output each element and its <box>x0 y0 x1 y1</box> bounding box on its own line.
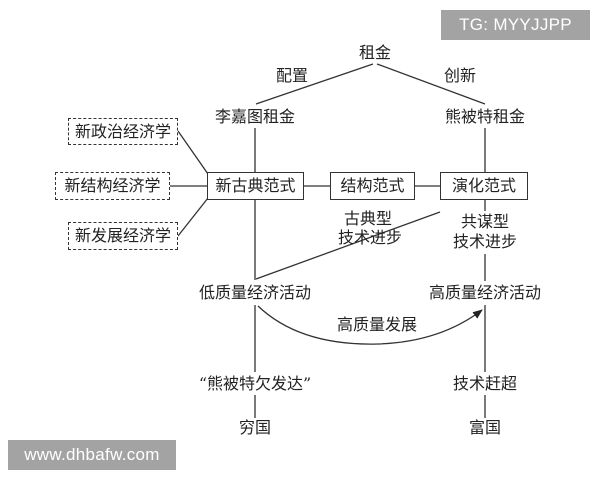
node-schumpeterian-rent: 熊被特租金 <box>444 107 526 126</box>
watermark-top: TG: MYYJJPP <box>441 10 590 40</box>
node-root-rent: 租金 <box>358 43 392 62</box>
edge-root-to-right-rent <box>376 63 486 105</box>
edge-root-to-left-rent <box>255 63 374 105</box>
node-structural-paradigm: 结构范式 <box>330 172 415 200</box>
arrow-label: 高质量发展 <box>336 315 418 334</box>
node-poor-country: 穷国 <box>238 418 272 437</box>
node-left-tech-line-2: 技术进步 <box>337 228 403 247</box>
edge-school-1-to-neoclassical <box>177 130 209 175</box>
edge-label-left: 配置 <box>275 66 309 85</box>
node-right-tech-line-1: 共谋型 <box>460 212 510 231</box>
watermark-bottom: www.dhbafw.com <box>8 440 176 470</box>
node-school-2: 新结构经济学 <box>55 172 170 200</box>
edge-school-3-to-neoclassical <box>177 197 209 237</box>
node-school-1: 新政治经济学 <box>68 118 178 145</box>
node-left-outcome: “熊被特欠发达” <box>198 374 312 393</box>
node-rich-country: 富国 <box>468 418 502 437</box>
node-neoclassical-paradigm: 新古典范式 <box>207 172 304 200</box>
edge-diagonal-to-low-activity <box>255 211 441 280</box>
edge-label-right: 创新 <box>443 66 477 85</box>
node-left-tech-line-1: 古典型 <box>343 209 393 228</box>
node-evolutionary-paradigm: 演化范式 <box>440 172 528 200</box>
node-ricardian-rent: 李嘉图租金 <box>214 107 296 126</box>
node-high-quality-activity: 高质量经济活动 <box>428 283 542 302</box>
node-school-3: 新发展经济学 <box>68 222 178 250</box>
arrow-high-quality-development <box>257 305 483 345</box>
node-right-tech-line-2: 技术进步 <box>452 232 518 251</box>
node-right-outcome: 技术赶超 <box>452 374 518 393</box>
node-low-quality-activity: 低质量经济活动 <box>198 283 312 302</box>
